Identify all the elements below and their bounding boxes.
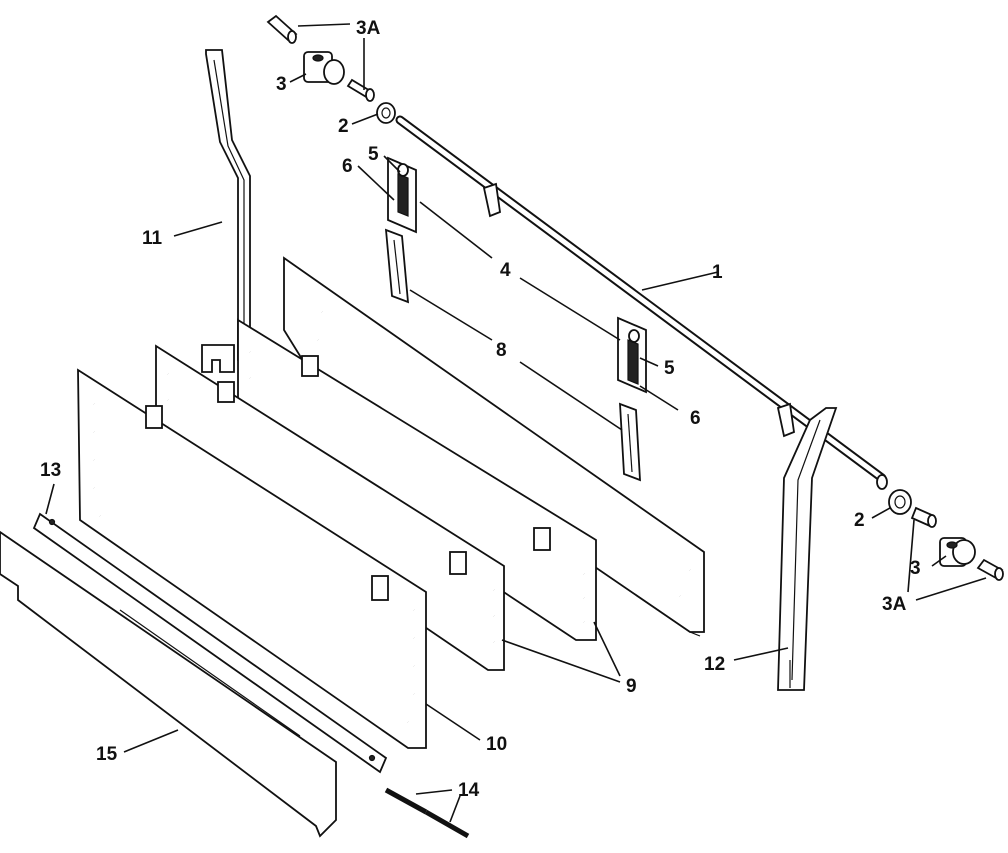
part-12-right-upright	[777, 407, 838, 691]
label-3a-top: 3A	[356, 18, 381, 39]
label-4: 4	[500, 260, 511, 281]
label-14: 14	[458, 780, 480, 801]
part-11-left-upright	[201, 49, 251, 373]
part-8-latch-upper	[384, 228, 410, 304]
label-12: 12	[704, 654, 725, 675]
label-3a-bottom: 3A	[882, 594, 907, 615]
rod-bracket-lower	[776, 402, 795, 438]
part-3a-pin-bottom-1	[910, 506, 937, 528]
label-13: 13	[40, 460, 61, 481]
label-5-mid: 5	[664, 358, 675, 379]
label-1: 1	[712, 262, 723, 283]
label-3-bottom: 3	[910, 558, 921, 579]
part-8-latch-lower	[619, 402, 641, 482]
leader-lines	[45, 23, 987, 823]
part-9-panel-back	[283, 256, 705, 637]
label-9: 9	[626, 676, 637, 697]
label-6-mid: 6	[690, 408, 701, 429]
part-2-washer-bottom	[888, 489, 912, 515]
part-3a-pin-top-2	[346, 78, 375, 102]
rod-bracket-upper	[482, 182, 501, 218]
part-3-hub-top	[303, 51, 345, 85]
label-11: 11	[142, 228, 163, 249]
part-15-bottom-shield	[0, 530, 337, 838]
latch-plate-lower	[617, 316, 647, 394]
label-6-top: 6	[342, 156, 353, 177]
label-15: 15	[96, 744, 118, 765]
label-8: 8	[496, 340, 507, 361]
part-14-rod-2	[424, 809, 470, 839]
part-13-strip	[32, 512, 388, 774]
part-2-washer-bottom-hole	[894, 495, 906, 509]
label-10: 10	[486, 734, 507, 755]
part-3a-pin-bottom-2	[976, 558, 1004, 581]
part-2-washer-top-hole	[381, 107, 391, 119]
part-2-washer-top	[376, 102, 396, 124]
part-14-rod-1	[384, 787, 428, 815]
part-1-rod	[395, 115, 888, 490]
part-3-hub-bottom	[939, 537, 976, 567]
label-2-bottom: 2	[854, 510, 865, 531]
part-3a-pin-top-1	[266, 14, 298, 44]
label-3-top: 3	[276, 74, 287, 95]
label-2-top: 2	[338, 116, 349, 137]
latch-plate-upper	[387, 156, 417, 234]
part-10-front-panel	[77, 368, 427, 749]
label-5-top: 5	[368, 144, 379, 165]
